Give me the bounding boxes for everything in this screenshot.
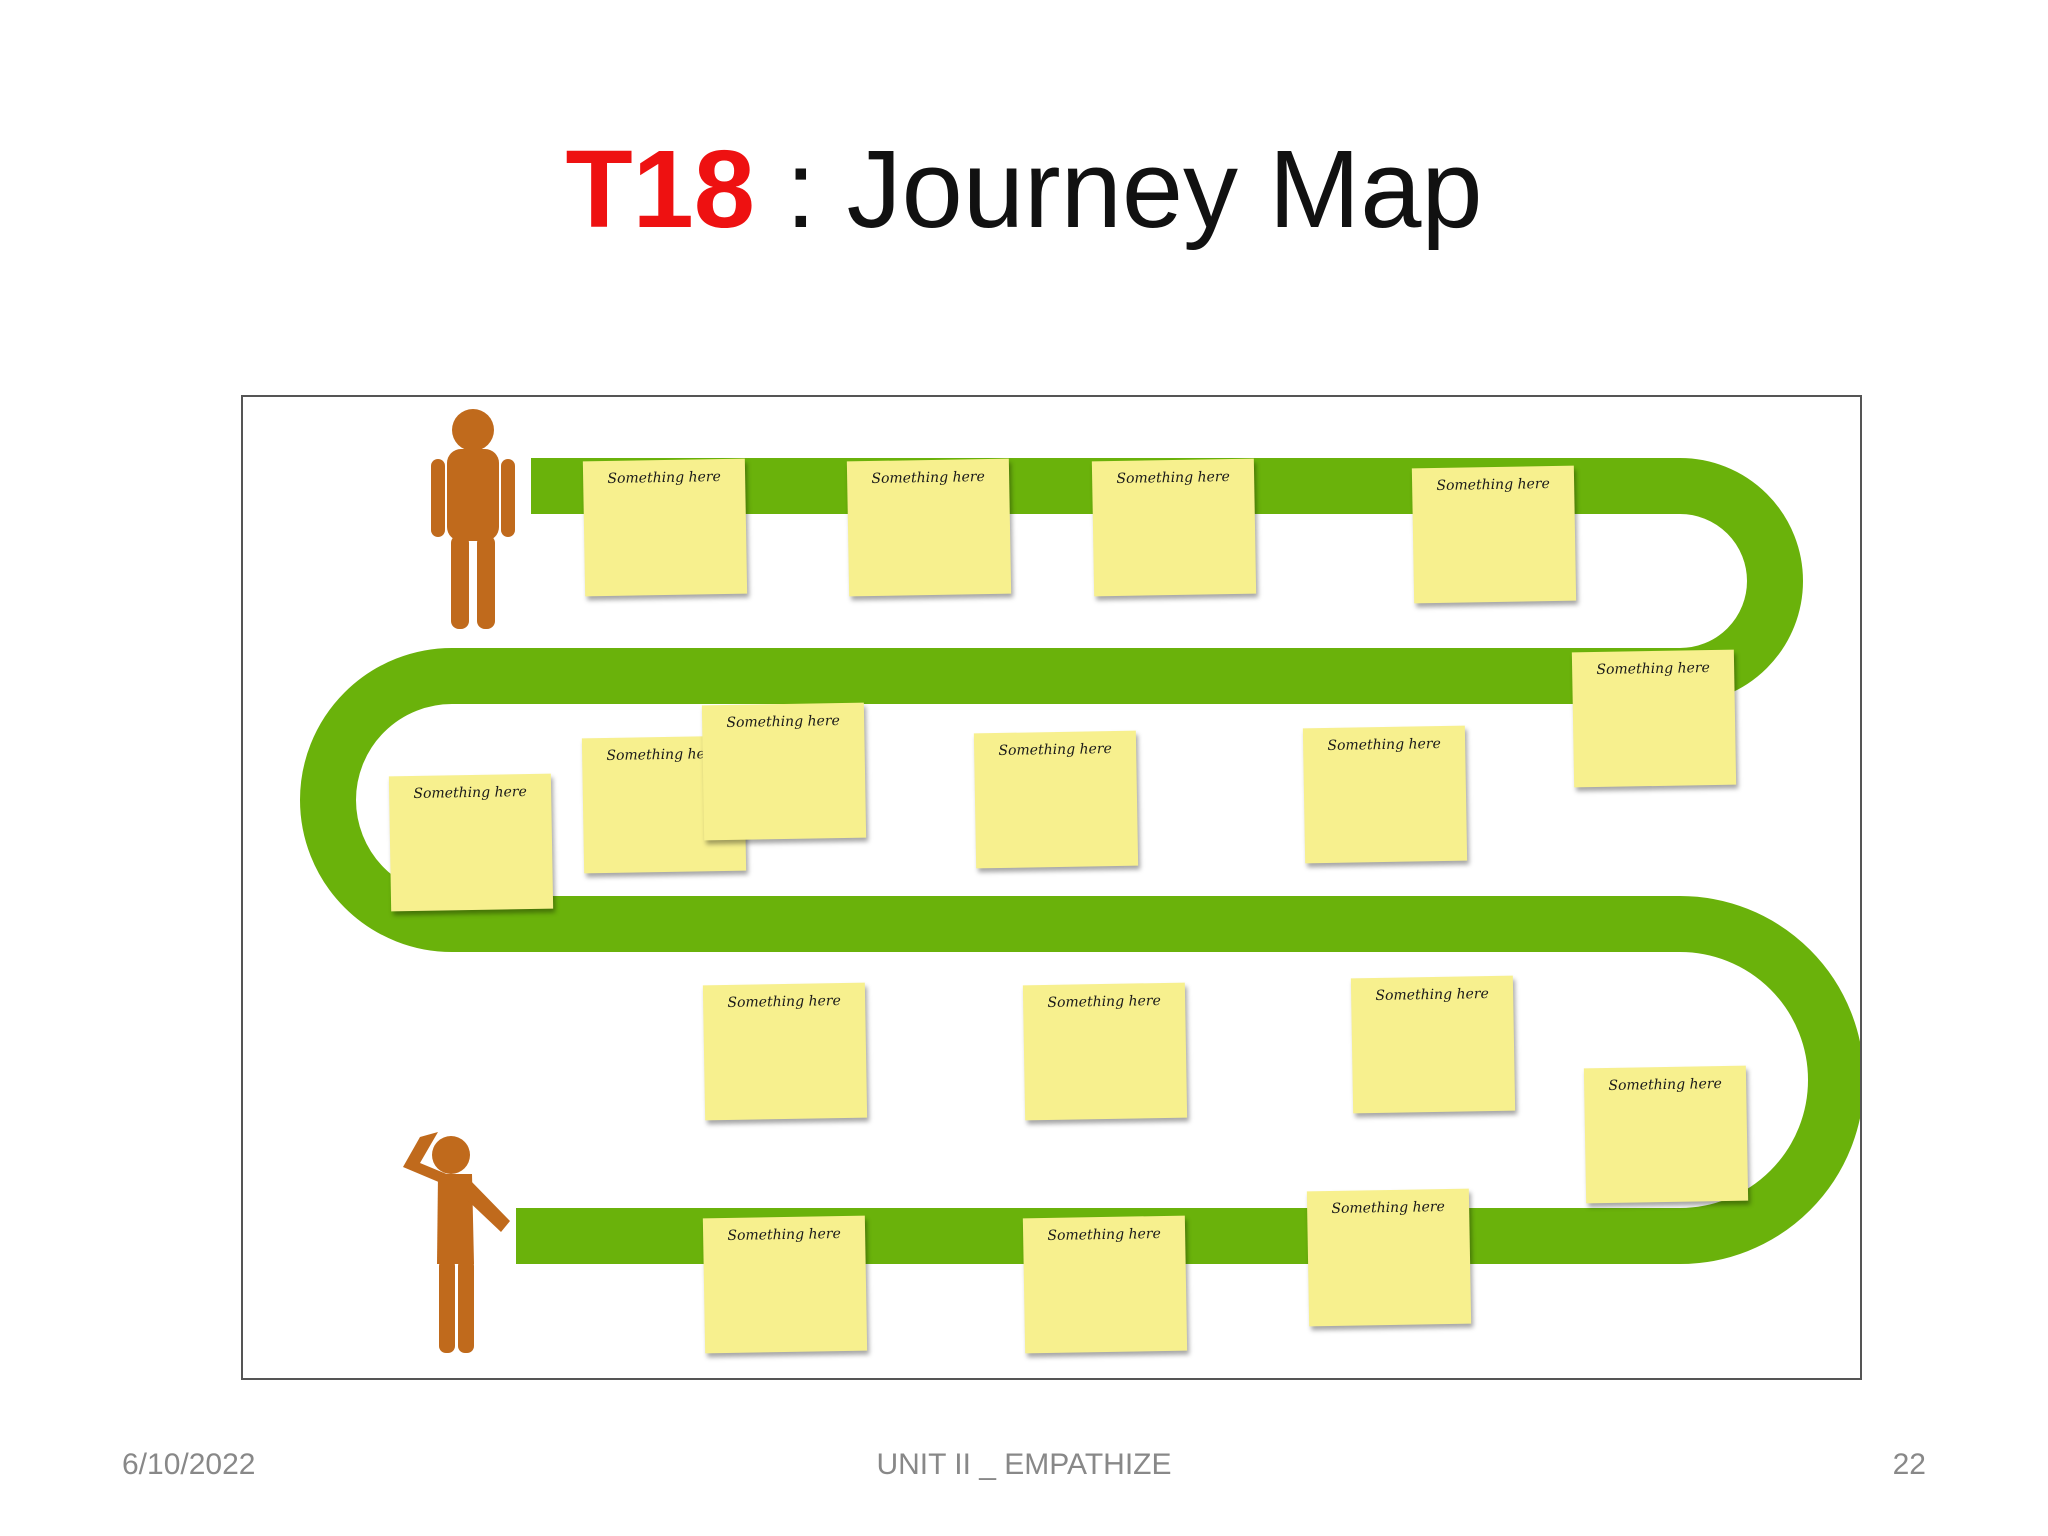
journey-map-diagram: Something here Something here Something …	[241, 395, 1862, 1380]
journey-path	[300, 458, 1860, 1264]
sticky-note: Something here	[973, 730, 1139, 869]
person-thinking-icon	[403, 1132, 510, 1353]
sticky-note: Something here	[1302, 725, 1468, 864]
sticky-note: Something here	[846, 458, 1012, 597]
sticky-note: Something here	[1091, 458, 1257, 597]
sticky-note: Something here	[1583, 1065, 1749, 1204]
sticky-note: Something here	[1022, 1215, 1188, 1354]
title-code: T18	[565, 128, 755, 251]
footer-unit: UNIT II _ EMPATHIZE	[876, 1448, 1172, 1481]
sticky-note: Something here	[582, 458, 748, 597]
sticky-note: Something here	[1306, 1188, 1472, 1327]
slide-title: T18 : Journey Map	[0, 120, 2048, 260]
sticky-note: Something here	[1350, 975, 1516, 1114]
sticky-note: Something here	[1411, 465, 1577, 604]
sticky-note: Something here	[702, 1215, 868, 1354]
sticky-note: Something here	[1022, 982, 1188, 1121]
sticky-note: Something here	[388, 773, 554, 912]
sticky-note: Something here	[702, 982, 868, 1121]
sticky-note: Something here	[701, 702, 867, 841]
person-standing-icon	[431, 409, 515, 629]
page-number: 22	[1892, 1448, 1926, 1481]
title-text: : Journey Map	[754, 128, 1483, 251]
sticky-note: Something here	[1571, 649, 1737, 788]
journey-path-layer	[300, 409, 1860, 1353]
footer-date: 6/10/2022	[122, 1448, 256, 1481]
